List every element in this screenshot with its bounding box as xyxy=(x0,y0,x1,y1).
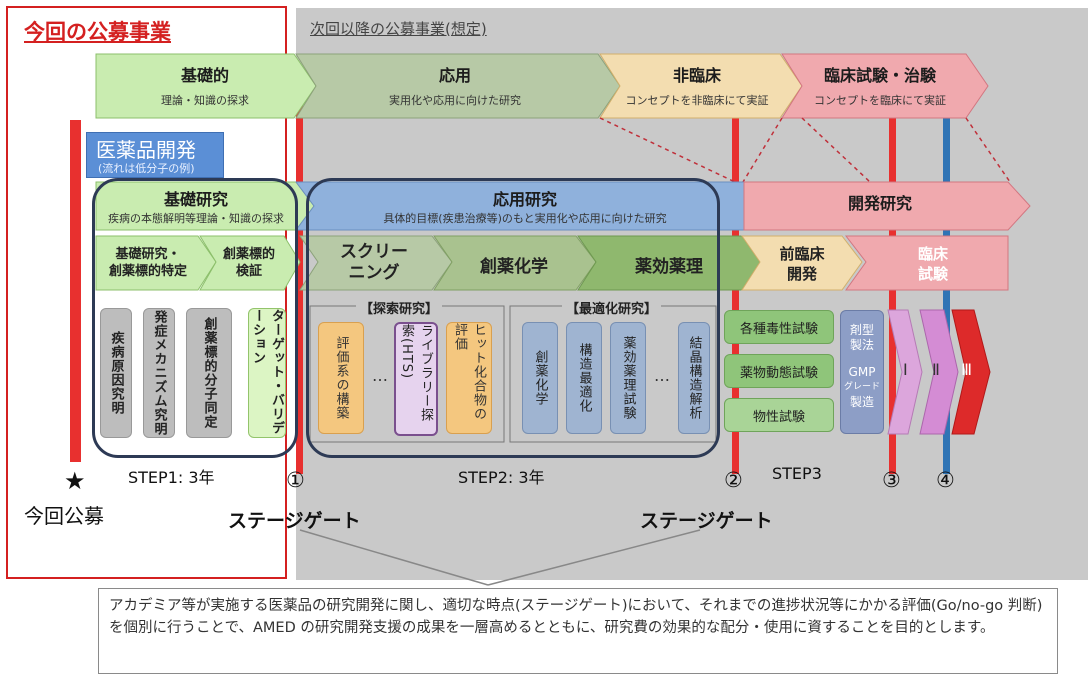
screening-label: スクリー ニング xyxy=(340,242,408,283)
medicine-dev-box xyxy=(86,132,224,178)
top-nonclinical-sub: コンセプトを非臨床にて実証 xyxy=(625,94,769,107)
gate-number-3: ③ xyxy=(882,468,901,492)
optimization-box-4: 結晶構造解析 xyxy=(678,322,710,434)
star-icon: ★ xyxy=(64,467,86,495)
step2-frame xyxy=(306,178,720,458)
step3-label: STEP3 xyxy=(772,464,822,483)
step1-label: STEP1: 3年 xyxy=(128,468,215,487)
top-applied-sub: 実用化や応用に向けた研究 xyxy=(389,94,521,107)
exploration-box-1: 評価系の構築 xyxy=(318,322,364,434)
top-clinical-label: 臨床試験・治験 コンセプトを臨床にて実証 xyxy=(795,62,965,108)
current-call-frame xyxy=(6,6,287,579)
top-basic-label: 基礎的 理論・知識の探求 xyxy=(120,62,290,108)
medicine-dev-title: 医薬品開発 xyxy=(96,138,196,162)
preclinical-label: 前臨床 開発 xyxy=(779,245,825,283)
preclinical-box-2: 薬物動態試験 xyxy=(724,354,834,388)
applied-research-main: 応用研究 xyxy=(492,190,557,209)
current-call-title: 今回の公募事業 xyxy=(24,20,171,44)
next-calls-title: 次回以降の公募事業(想定) xyxy=(310,20,487,38)
optimization-label: 【最適化研究】 xyxy=(562,298,662,317)
formulation-box: 剤型 製法 GMP グレード 製造 xyxy=(840,310,884,434)
chevron-nonclinical xyxy=(599,53,803,119)
top-applied-label: 応用 実用化や応用に向けた研究 xyxy=(330,62,580,108)
applied-research-label: 応用研究 具体的目標(疾患治療等)のもと実用化や応用に向けた研究 xyxy=(320,186,730,226)
chevron-target-validation xyxy=(199,235,301,291)
top-applied-main: 応用 xyxy=(438,66,471,85)
exploration-box-3: ヒット化合物の評価 xyxy=(446,322,492,434)
pharmacology-label: 薬効薬理 xyxy=(635,257,703,277)
optimization-dots: … xyxy=(654,366,670,385)
basic-research-label: 基礎研究 疾病の本態解明等理論・知識の探求 xyxy=(98,186,294,226)
gate-number-4: ④ xyxy=(936,468,955,492)
current-call-bar xyxy=(70,120,81,462)
chevron-basic xyxy=(95,53,317,119)
medicine-dev-sub: (流れは低分子の例) xyxy=(98,162,195,175)
step1-box-1: 疾病原因究明 xyxy=(100,308,132,438)
chevron-preclinical xyxy=(741,235,863,291)
formulation-line-4: グレード xyxy=(843,382,880,392)
applied-research-sub: 具体的目標(疾患治療等)のもと実用化や応用に向けた研究 xyxy=(383,212,667,225)
clinical-trial-label: 臨床 試験 xyxy=(917,245,948,283)
optimization-box-2: 構造最適化 xyxy=(566,322,602,434)
step1-box-3: 創薬標的分子同定 xyxy=(186,308,232,438)
stage-gate-label-1: ステージゲート xyxy=(228,510,361,532)
step1-frame xyxy=(92,178,298,458)
current-call-label: 今回公募 xyxy=(24,504,104,528)
preclinical-box-1: 各種毒性試験 xyxy=(724,310,834,344)
top-basic-sub: 理論・知識の探求 xyxy=(161,94,249,107)
stage-gate-note: アカデミア等が実施する医薬品の研究開発に関し、適切な時点(ステージゲート)におい… xyxy=(98,588,1058,674)
chevron-target-identification xyxy=(95,235,217,291)
step2-label: STEP2: 3年 xyxy=(458,468,545,487)
gate-number-2: ② xyxy=(724,468,743,492)
top-basic-main: 基礎的 xyxy=(180,66,229,85)
exploration-label: 【探索研究】 xyxy=(356,298,443,317)
band-development xyxy=(743,181,1031,231)
basic-research-main: 基礎研究 xyxy=(163,190,228,209)
medchem-label: 創薬化学 xyxy=(480,257,548,277)
chevron-applied xyxy=(295,53,621,119)
formulation-line-3: GMP xyxy=(848,365,876,379)
stage-gate-label-2: ステージゲート xyxy=(640,510,773,532)
gate-line-1 xyxy=(296,96,303,474)
chevron-medchem xyxy=(433,235,597,291)
step1-box-2: 発症メカニズム究明 xyxy=(143,308,175,438)
basic-research-sub: 疾病の本態解明等理論・知識の探求 xyxy=(108,212,284,225)
top-clinical-main: 臨床試験・治験 xyxy=(823,66,936,85)
top-clinical-sub: コンセプトを臨床にて実証 xyxy=(814,94,946,107)
phase-2-shape xyxy=(919,309,959,435)
exploration-dots: … xyxy=(372,366,388,385)
phase-3-shape xyxy=(951,309,991,435)
formulation-line-5: 製造 xyxy=(849,395,874,409)
step1-box-4: ターゲット・バリデーション xyxy=(248,308,286,438)
development-research-label: 開発研究 xyxy=(760,190,1000,214)
formulation-line-2: 製法 xyxy=(849,338,874,352)
chevron-clinical-trial xyxy=(844,235,1009,291)
phase-2-label: Ⅱ xyxy=(932,360,940,379)
gate-number-1: ① xyxy=(286,468,305,492)
top-nonclinical-main: 非臨床 xyxy=(672,66,721,85)
optimization-box-1: 創薬化学 xyxy=(522,322,558,434)
optimization-box-3: 薬効薬理試験 xyxy=(610,322,646,434)
top-nonclinical-label: 非臨床 コンセプトを非臨床にて実証 xyxy=(612,62,782,108)
phase-1-shape xyxy=(887,309,923,435)
preclinical-box-3: 物性試験 xyxy=(724,398,834,432)
target-validation-label: 創薬標的 検証 xyxy=(222,247,275,279)
chevron-screening xyxy=(299,235,453,291)
formulation-line-1: 剤型 xyxy=(849,323,874,337)
target-identification-label: 基礎研究・ 創薬標的特定 xyxy=(108,247,187,279)
phase-1-label: Ⅰ xyxy=(903,360,908,379)
exploration-box-2: ライブラリー探索(HTS) xyxy=(394,322,438,436)
phase-3-label: Ⅲ xyxy=(961,360,973,379)
development-research-main: 開発研究 xyxy=(847,194,912,213)
